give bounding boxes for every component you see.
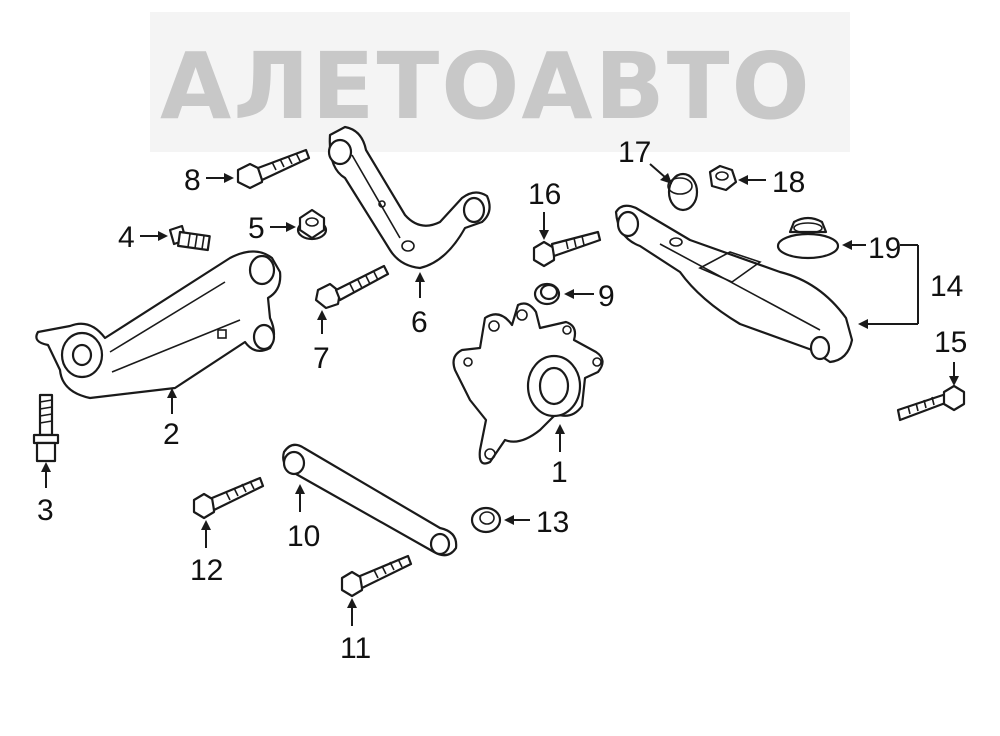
- watermark-background: [150, 12, 850, 152]
- callout-2: 2: [163, 418, 180, 451]
- watermark: АЛЕТОАВТО: [150, 12, 850, 152]
- part-18-nut[interactable]: [708, 164, 738, 192]
- part-3-bolt[interactable]: [32, 393, 60, 463]
- callout-13: 13: [536, 506, 569, 539]
- part-5-nut[interactable]: [296, 208, 328, 241]
- callout-3: 3: [37, 494, 54, 527]
- callout-17: 17: [618, 136, 651, 169]
- callout-5: 5: [248, 212, 265, 245]
- part-8-bolt[interactable]: [236, 148, 311, 190]
- part-12-bolt[interactable]: [192, 476, 265, 520]
- callout-19: 19: [868, 232, 901, 265]
- callout-11: 11: [340, 632, 371, 665]
- part-10-toe-link[interactable]: [282, 443, 458, 557]
- callout-labels: 1 2 3 4 5 6 7 8 9 10 11 12 13 14 15 16 1…: [37, 136, 967, 665]
- part-15-bolt[interactable]: [896, 384, 966, 422]
- leader-lines: [41, 163, 959, 626]
- callout-6: 6: [411, 306, 428, 339]
- part-7-bolt[interactable]: [314, 264, 390, 310]
- callout-7: 7: [313, 342, 330, 375]
- callout-18: 18: [772, 166, 805, 199]
- part-4-bolt[interactable]: [168, 224, 211, 252]
- callout-14: 14: [930, 270, 963, 303]
- callout-8: 8: [184, 164, 201, 197]
- part-1-knuckle[interactable]: [452, 302, 604, 465]
- callout-16: 16: [528, 178, 561, 211]
- part-14-lower-arm[interactable]: [614, 204, 854, 364]
- callout-12: 12: [190, 554, 223, 587]
- part-6-upper-arm[interactable]: [327, 125, 491, 270]
- part-9-nut[interactable]: [533, 282, 561, 306]
- callout-10: 10: [287, 520, 320, 553]
- callout-9: 9: [598, 280, 615, 313]
- part-19-spring-seat[interactable]: [776, 216, 840, 260]
- part-2-lower-arm[interactable]: [35, 250, 282, 400]
- part-11-bolt[interactable]: [340, 554, 413, 598]
- part-13-nut[interactable]: [470, 506, 502, 534]
- part-17-bushing[interactable]: [667, 172, 699, 212]
- callout-1: 1: [551, 456, 568, 489]
- callout-4: 4: [118, 221, 135, 254]
- callout-15: 15: [934, 326, 967, 359]
- watermark-text: АЛЕТОАВТО: [160, 33, 812, 140]
- part-16-bolt[interactable]: [532, 230, 602, 268]
